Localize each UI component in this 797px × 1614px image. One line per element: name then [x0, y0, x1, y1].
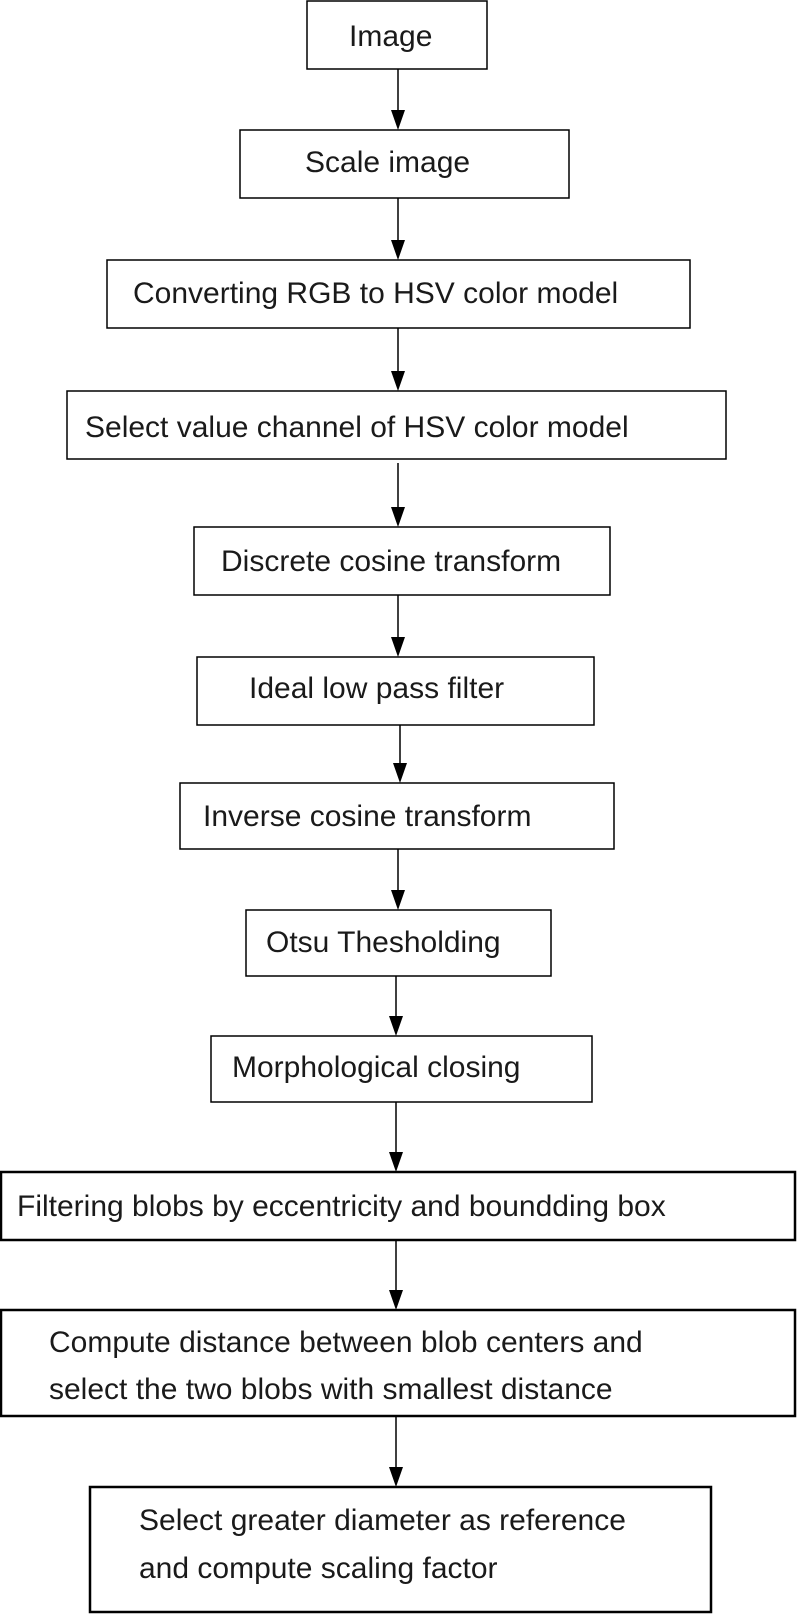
step-morphological-closing: Morphological closing [210, 1035, 593, 1103]
step-low-pass-filter: Ideal low pass filter [196, 656, 595, 726]
arrow-inverse-dct-to-otsu [391, 849, 405, 910]
step-select-diameter: Select greater diameter as reference and… [88, 1485, 713, 1614]
step-image-label: Image [349, 20, 432, 53]
step-select-value-channel-label: Select value channel of HSV color model [85, 411, 629, 444]
step-rgb-to-hsv: Converting RGB to HSV color model [106, 259, 691, 329]
step-scale-image: Scale image [239, 129, 570, 199]
arrow-value-channel-to-dct [391, 463, 405, 527]
step-compute-distance-label-line1: Compute distance between blob centers an… [49, 1326, 643, 1359]
step-rgb-to-hsv-label: Converting RGB to HSV color model [133, 277, 618, 310]
arrow-closing-to-filter-blobs [389, 1102, 403, 1172]
step-image: Image [306, 0, 488, 70]
step-filter-blobs: Filtering blobs by eccentricity and boun… [0, 1170, 797, 1242]
step-otsu-thresholding: Otsu Thesholding [245, 909, 552, 977]
step-dct: Discrete cosine transform [193, 526, 611, 596]
step-low-pass-filter-label: Ideal low pass filter [249, 672, 504, 705]
step-otsu-thresholding-label: Otsu Thesholding [266, 926, 501, 959]
step-select-diameter-label-line1: Select greater diameter as reference [139, 1504, 626, 1537]
step-select-value-channel: Select value channel of HSV color model [66, 390, 727, 460]
step-scale-image-label: Scale image [305, 146, 470, 179]
arrow-compute-distance-to-select-diameter [389, 1416, 403, 1487]
arrow-low-pass-to-inverse-dct [393, 725, 407, 783]
arrow-hsv-to-value-channel [391, 328, 405, 391]
step-select-diameter-label-line2: and compute scaling factor [139, 1552, 498, 1585]
step-morphological-closing-label: Morphological closing [232, 1051, 521, 1084]
arrow-otsu-to-closing [389, 976, 403, 1036]
step-filter-blobs-label: Filtering blobs by eccentricity and boun… [17, 1190, 666, 1223]
step-compute-distance: Compute distance between blob centers an… [0, 1308, 797, 1418]
arrow-filter-blobs-to-compute-distance [389, 1240, 403, 1310]
step-inverse-dct: Inverse cosine transform [179, 782, 615, 850]
arrow-image-to-scale [391, 69, 405, 130]
step-dct-label: Discrete cosine transform [221, 545, 561, 578]
step-inverse-dct-label: Inverse cosine transform [203, 800, 531, 833]
step-compute-distance-label-line2: select the two blobs with smallest dista… [49, 1373, 613, 1406]
arrow-scale-to-hsv [391, 198, 405, 260]
arrow-dct-to-low-pass [391, 595, 405, 657]
